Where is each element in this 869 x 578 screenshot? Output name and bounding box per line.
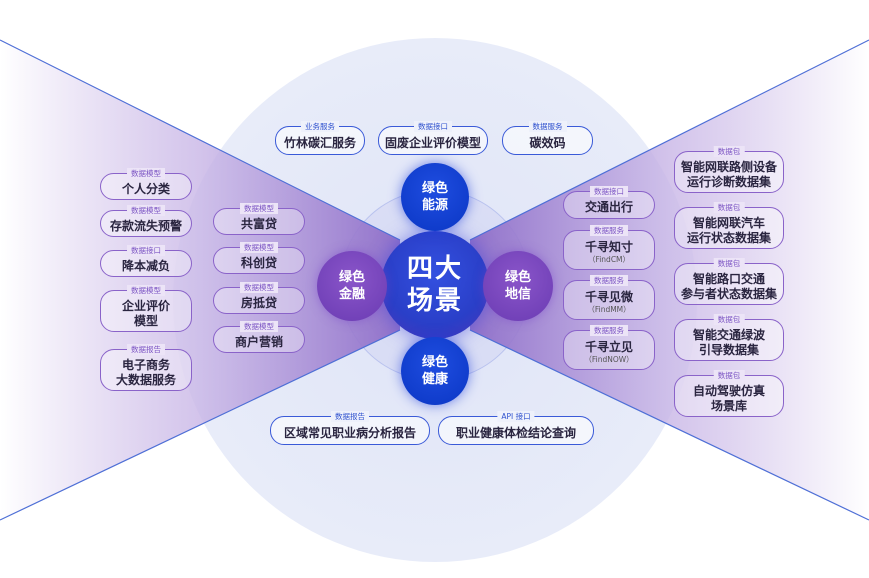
geo-inner-card[interactable]: 数据接口交通出行 (563, 186, 655, 219)
card-type-tag: 数据包 (713, 146, 745, 157)
right-fan-edge (469, 329, 869, 521)
finance-inner-card[interactable]: 数据模型科创贷 (213, 242, 305, 274)
card-label: 职业健康体检结论查询 (455, 425, 576, 440)
health-items-card[interactable]: API 接口职业健康体检结论查询 (438, 411, 594, 445)
card-type-tag: 数据接口 (590, 186, 628, 197)
card-type-tag: 数据模型 (127, 285, 165, 296)
finance-outer-card[interactable]: 数据模型企业评价模型 (100, 285, 192, 332)
card-label: 自动驾驶仿真场景库 (692, 383, 765, 413)
finance-outer-card[interactable]: 数据模型存款流失预警 (100, 205, 192, 237)
card-type-tag: 数据接口 (414, 121, 452, 132)
geo-outer-card[interactable]: 数据包自动驾驶仿真场景库 (674, 370, 784, 417)
card-label: 商户营销 (234, 334, 283, 349)
card-type-tag: 数据模型 (240, 321, 278, 332)
scene-label: 绿色能源 (421, 181, 448, 213)
card-type-tag: 数据包 (713, 202, 745, 213)
card-label: 固废企业评价模型 (384, 135, 481, 150)
card-type-tag: 数据包 (713, 258, 745, 269)
card-label: 千寻立见 (584, 340, 633, 354)
card-type-tag: API 接口 (497, 411, 535, 422)
card-label: 共富贷 (240, 216, 277, 231)
finance-inner-card[interactable]: 数据模型商户营销 (213, 321, 305, 353)
card-type-tag: 数据模型 (240, 203, 278, 214)
card-type-tag: 业务服务 (301, 121, 339, 132)
scene-label: 绿色地信 (504, 270, 531, 302)
scene-green-health[interactable]: 绿色健康 (401, 337, 469, 405)
geo-inner-card[interactable]: 数据服务千寻见微（FindMM） (563, 275, 655, 320)
card-label: 智能网联路侧设备运行诊断数据集 (680, 159, 777, 189)
card-type-tag: 数据包 (713, 370, 745, 381)
card-label: 区域常见职业病分析报告 (283, 425, 416, 440)
left-fan (0, 40, 400, 520)
scene-green-geo[interactable]: 绿色地信 (483, 251, 553, 321)
left-fan-edge (0, 39, 401, 241)
right-fan-edge (469, 39, 869, 241)
energy-items-card[interactable]: 业务服务竹林碳汇服务 (275, 121, 365, 155)
card-label: 竹林碳汇服务 (283, 135, 356, 150)
card-label: 科创贷 (240, 255, 277, 270)
card-type-tag: 数据模型 (240, 242, 278, 253)
health-items-card[interactable]: 数据报告区域常见职业病分析报告 (270, 411, 430, 445)
card-label: 智能网联汽车运行状态数据集 (686, 215, 771, 245)
card-type-tag: 数据服务 (590, 275, 628, 286)
card-label: 存款流失预警 (109, 218, 182, 233)
finance-inner-card[interactable]: 数据模型房抵贷 (213, 282, 305, 314)
card-label: 千寻知寸 (584, 240, 633, 254)
card-label: 电子商务大数据服务 (115, 357, 176, 387)
card-label: 企业评价模型 (121, 298, 170, 328)
card-label: 智能路口交通参与者状态数据集 (680, 271, 777, 301)
energy-items-card[interactable]: 数据服务碳效码 (502, 121, 593, 155)
finance-outer-card[interactable]: 数据接口降本减负 (100, 245, 192, 277)
scene-label: 绿色健康 (421, 355, 448, 387)
card-label: 房抵贷 (240, 295, 277, 310)
card-type-tag: 数据服务 (590, 225, 628, 236)
scene-label: 绿色金融 (338, 270, 365, 302)
card-type-tag: 数据报告 (127, 344, 165, 355)
geo-outer-card[interactable]: 数据包智能交通绿波引导数据集 (674, 314, 784, 361)
card-sublabel: （FindNOW） (584, 355, 634, 364)
center-title: 四大场景 (406, 254, 463, 316)
right-fan (470, 40, 869, 520)
card-label: 降本减负 (121, 258, 170, 273)
card-sublabel: （FindMM） (587, 305, 631, 314)
card-type-tag: 数据服务 (528, 121, 567, 132)
card-type-tag: 数据模型 (127, 168, 165, 179)
geo-inner-card[interactable]: 数据服务千寻立见（FindNOW） (563, 325, 655, 370)
scene-green-energy[interactable]: 绿色能源 (401, 163, 469, 231)
card-label: 智能交通绿波引导数据集 (692, 327, 765, 357)
geo-outer-card[interactable]: 数据包智能路口交通参与者状态数据集 (674, 258, 784, 305)
finance-outer-card[interactable]: 数据模型个人分类 (100, 168, 192, 200)
scene-green-finance[interactable]: 绿色金融 (317, 251, 387, 321)
card-sublabel: （FindCM） (587, 255, 631, 264)
card-label: 千寻见微 (584, 290, 633, 304)
card-label: 碳效码 (529, 135, 566, 150)
card-type-tag: 数据服务 (590, 325, 628, 336)
card-label: 交通出行 (584, 200, 633, 214)
energy-items-card[interactable]: 数据接口固废企业评价模型 (378, 121, 488, 155)
center-hub: 四大场景 (381, 231, 489, 339)
card-type-tag: 数据接口 (127, 245, 165, 256)
geo-outer-card[interactable]: 数据包智能网联汽车运行状态数据集 (674, 202, 784, 249)
geo-outer-card[interactable]: 数据包智能网联路侧设备运行诊断数据集 (674, 146, 784, 193)
geo-inner-card[interactable]: 数据服务千寻知寸（FindCM） (563, 225, 655, 270)
card-type-tag: 数据报告 (331, 411, 369, 422)
card-type-tag: 数据模型 (127, 205, 165, 216)
card-label: 个人分类 (121, 181, 170, 196)
card-type-tag: 数据模型 (240, 282, 278, 293)
left-fan-edge (0, 329, 401, 521)
card-type-tag: 数据包 (713, 314, 745, 325)
finance-inner-card[interactable]: 数据模型共富贷 (213, 203, 305, 235)
finance-outer-card[interactable]: 数据报告电子商务大数据服务 (100, 344, 192, 391)
